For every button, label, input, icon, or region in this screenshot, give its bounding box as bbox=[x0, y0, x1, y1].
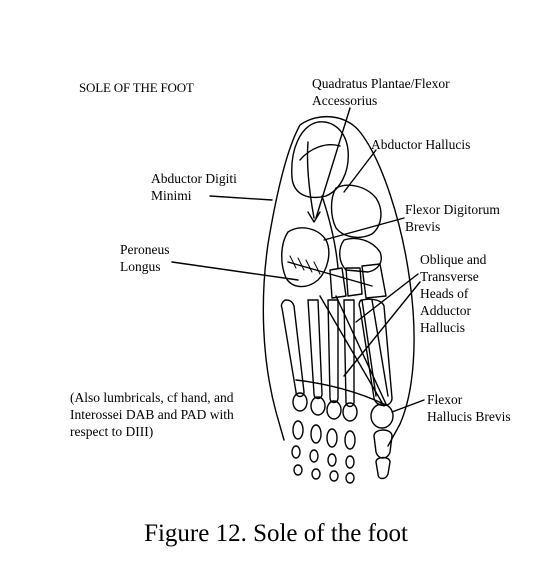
navicular-bone bbox=[339, 237, 382, 273]
figure-caption: Figure 12. Sole of the foot bbox=[144, 520, 408, 547]
phalanx-distal-1 bbox=[375, 456, 391, 480]
phalanx-middle-3 bbox=[327, 453, 337, 467]
label-flexor-hallucis-brevis: Flexor Hallucis Brevis bbox=[427, 392, 511, 424]
leader-adductor-1 bbox=[355, 273, 419, 323]
leader-peroneus bbox=[171, 261, 299, 281]
peroneus-hatch bbox=[289, 255, 321, 275]
label-adductor-hallucis: Oblique and Transverse Heads of Adductor… bbox=[420, 252, 487, 335]
leader-abductor-hallucis bbox=[343, 149, 377, 193]
phalanx-distal-5 bbox=[293, 464, 303, 476]
cuneiform-intermediate bbox=[345, 267, 363, 297]
phalanx-middle-2 bbox=[345, 455, 355, 469]
label-peroneus-longus: Peroneus Longus bbox=[120, 242, 170, 274]
metatarsal-4 bbox=[307, 299, 323, 400]
label-flexor-digitorum-brevis: Flexor Digitorum Brevis bbox=[405, 202, 500, 234]
cuneiform-lateral bbox=[329, 267, 347, 299]
phalanx-distal-2 bbox=[345, 472, 355, 484]
label-quadratus-plantae: Quadratus Plantae/Flexor Accessorius bbox=[312, 76, 450, 108]
leader-adductor-2 bbox=[343, 281, 421, 377]
cuneiform-medial bbox=[361, 263, 387, 299]
metatarsal-head-1 bbox=[370, 403, 394, 429]
adductor-oblique-head-2 bbox=[335, 295, 387, 405]
talus-bone bbox=[330, 184, 382, 239]
metatarsal-2 bbox=[343, 299, 355, 408]
label-abductor-digiti-minimi: Abductor Digiti Minimi bbox=[151, 171, 237, 203]
phalanx-proximal-3 bbox=[326, 428, 338, 448]
phalanx-proximal-1 bbox=[373, 429, 393, 459]
metatarsal-head-3 bbox=[326, 400, 342, 420]
flexor-digitorum-muscle bbox=[321, 195, 339, 269]
foot-outline bbox=[262, 115, 415, 447]
metatarsal-head-4 bbox=[310, 396, 326, 416]
calcaneus-bone bbox=[291, 121, 349, 199]
phalanx-proximal-5 bbox=[292, 420, 304, 440]
phalanx-middle-4 bbox=[309, 449, 319, 463]
leader-quadratus bbox=[315, 107, 351, 219]
peroneus-longus-tendon bbox=[287, 261, 373, 287]
metatarsal-5 bbox=[280, 299, 305, 398]
phalanx-distal-3 bbox=[329, 470, 339, 482]
metatarsal-head-5 bbox=[292, 392, 308, 412]
quadratus-plantae-muscle bbox=[306, 141, 315, 219]
metatarsal-head-2 bbox=[342, 402, 358, 422]
phalanx-proximal-2 bbox=[344, 430, 356, 450]
phalanx-distal-4 bbox=[311, 468, 321, 480]
leader-flexor-hallucis bbox=[391, 399, 425, 413]
diagram-heading: SOLE OF THE FOOT bbox=[79, 80, 194, 95]
quadratus-arrow bbox=[307, 211, 321, 223]
phalanx-middle-5 bbox=[291, 445, 301, 459]
metatarsal-3 bbox=[327, 299, 339, 404]
adductor-transverse-head bbox=[295, 379, 385, 405]
cuboid-bone bbox=[281, 227, 330, 288]
label-abductor-hallucis: Abductor Hallucis bbox=[371, 137, 471, 152]
calcaneus-inner-line bbox=[299, 144, 341, 161]
leader-abductor-digiti bbox=[209, 195, 273, 201]
adductor-oblique-head bbox=[319, 295, 385, 407]
leader-flexor-digitorum bbox=[323, 217, 405, 241]
label-lumbricals-note: (Also lumbricals, cf hand, and Interosse… bbox=[70, 390, 234, 439]
phalanx-proximal-4 bbox=[310, 424, 322, 444]
